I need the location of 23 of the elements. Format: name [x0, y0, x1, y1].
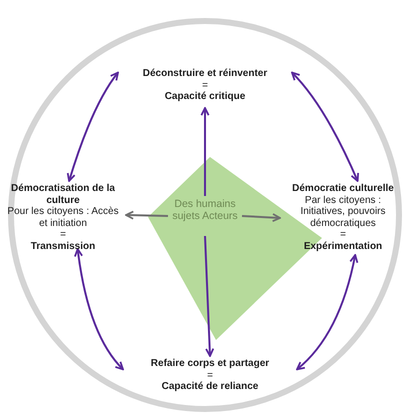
node-text: Transmission — [30, 240, 96, 252]
node-text: Refaire corps et partager — [150, 358, 270, 370]
node-text: Capacité de reliance — [162, 381, 258, 392]
curved-arrow — [74, 248, 124, 370]
curved-arrow — [291, 72, 359, 182]
node-text: Démocratie culturelle — [292, 183, 394, 194]
arrow — [200, 107, 210, 196]
node-text: Démocratisation de la culture — [10, 183, 116, 206]
node-text: Par les citoyens : Initiatives, pouvoirs démocratiques — [299, 194, 387, 229]
arrow — [125, 210, 168, 220]
node-text: = — [340, 229, 346, 240]
curved-arrow — [66, 72, 119, 182]
node-text: = — [207, 370, 213, 381]
center-label: Des humains sujets Acteurs — [171, 198, 239, 222]
arrow — [242, 213, 281, 222]
node-text: = — [202, 80, 208, 91]
node-text: = — [60, 229, 66, 240]
node-text: Capacité critique — [164, 91, 246, 102]
node-text: Pour les citoyens : Accès et initiation — [6, 206, 120, 229]
node-text: Déconstruire et réinventer — [142, 68, 268, 80]
curved-arrow — [296, 254, 358, 370]
node-text: Expérimentation — [304, 240, 382, 252]
arrow — [204, 236, 214, 357]
